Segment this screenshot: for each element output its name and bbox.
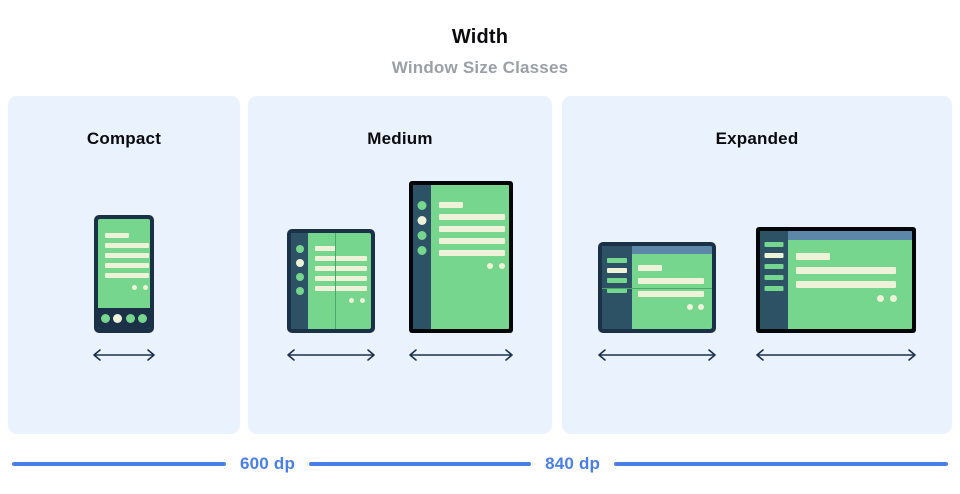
width-arrow-icon: [93, 349, 155, 361]
device-tablet-landscape: [756, 227, 916, 333]
size-class-panels: Compact: [0, 96, 960, 434]
content-dot: [890, 295, 897, 302]
scale-rule: [614, 462, 948, 466]
content-line: [315, 256, 367, 261]
content-dot: [349, 298, 354, 303]
title-strip: [788, 231, 912, 240]
fold-seam: [335, 233, 336, 329]
device-foldable-portrait: [287, 229, 375, 333]
width-arrow-icon: [756, 349, 916, 361]
rail-dot[interactable]: [295, 287, 304, 295]
content-line: [439, 226, 505, 232]
content-line: [315, 246, 336, 251]
breakpoint-scale: 600 dp 840 dp: [0, 448, 960, 480]
width-arrow-icon: [598, 349, 716, 361]
content-dot: [360, 298, 365, 303]
panel-compact: Compact: [8, 96, 240, 434]
breakpoint-label-600: 600 dp: [240, 454, 296, 473]
rail-bar-active[interactable]: [607, 268, 627, 273]
content-line: [439, 202, 463, 208]
panel-title-medium: Medium: [367, 129, 433, 148]
device-group-foldable-landscape: [594, 242, 720, 362]
content-line: [439, 238, 505, 244]
panel-expanded: Expanded: [562, 96, 952, 434]
rail-dot[interactable]: [417, 246, 427, 255]
content-dot: [487, 263, 493, 269]
breakpoint-label-840: 840 dp: [545, 454, 601, 473]
device-stage-medium: [248, 181, 552, 362]
device-stage-expanded: [562, 227, 952, 362]
rail-dot[interactable]: [417, 201, 427, 210]
nav-dot[interactable]: [125, 314, 135, 323]
device-group-tablet-landscape: [752, 227, 920, 362]
content-line: [638, 291, 704, 297]
navigation-rail: [760, 231, 788, 329]
panel-title-compact: Compact: [86, 129, 162, 148]
content-line: [796, 281, 896, 288]
bottom-nav-bar: [98, 308, 150, 329]
rail-bar[interactable]: [764, 275, 784, 280]
page-subtitle: Window Size Classes: [391, 58, 569, 77]
rail-bar[interactable]: [607, 278, 627, 283]
fold-seam: [602, 288, 712, 289]
rail-bar[interactable]: [764, 286, 784, 291]
rail-bar[interactable]: [764, 264, 784, 269]
page-title: Width: [451, 26, 509, 48]
content-line: [439, 250, 505, 256]
content-line: [315, 266, 367, 271]
device-foldable-landscape: [598, 242, 716, 333]
content-dot: [687, 304, 693, 310]
width-arrow-icon: [287, 349, 375, 361]
device-tablet-portrait: [409, 181, 513, 333]
scale-rule: [309, 462, 532, 466]
title-strip: [632, 246, 712, 254]
navigation-rail: [413, 185, 431, 329]
rail-dot[interactable]: [295, 245, 304, 253]
content-line: [638, 278, 704, 284]
rail-dot-active[interactable]: [295, 259, 304, 267]
rail-bar-active[interactable]: [764, 253, 784, 258]
device-group-foldable-portrait: [283, 229, 379, 362]
content-dot: [143, 285, 148, 290]
content-line: [105, 263, 149, 268]
width-arrow-icon: [409, 349, 513, 361]
content-line: [638, 265, 662, 271]
content-dot: [132, 285, 137, 290]
content-line: [315, 286, 367, 291]
device-group-tablet-portrait: [405, 181, 517, 362]
rail-bar[interactable]: [607, 288, 627, 293]
content-line: [105, 253, 149, 258]
device-stage-compact: [8, 215, 240, 362]
content-line: [105, 273, 149, 278]
content-dot: [877, 295, 884, 302]
navigation-rail: [291, 233, 308, 329]
nav-dot[interactable]: [137, 314, 147, 323]
nav-dot[interactable]: [101, 314, 111, 323]
rail-dot[interactable]: [417, 231, 427, 240]
content-line: [315, 276, 367, 281]
content-line: [439, 214, 505, 220]
panel-title-expanded: Expanded: [715, 129, 799, 148]
rail-bar[interactable]: [764, 242, 784, 247]
panel-medium: Medium: [248, 96, 552, 434]
content-line: [796, 253, 830, 260]
content-line: [105, 233, 129, 238]
content-line: [796, 267, 896, 274]
nav-dot-active[interactable]: [113, 314, 123, 323]
rail-dot-active[interactable]: [417, 216, 427, 225]
scale-rule: [12, 462, 226, 466]
content-line: [105, 243, 149, 248]
navigation-rail: [602, 246, 632, 329]
content-dot: [499, 263, 505, 269]
device-phone: [94, 215, 154, 333]
rail-dot[interactable]: [295, 273, 304, 281]
chart-header: Width Window Size Classes: [0, 0, 960, 78]
device-group-phone: [89, 215, 159, 362]
content-dot: [698, 304, 704, 310]
rail-bar[interactable]: [607, 258, 627, 263]
